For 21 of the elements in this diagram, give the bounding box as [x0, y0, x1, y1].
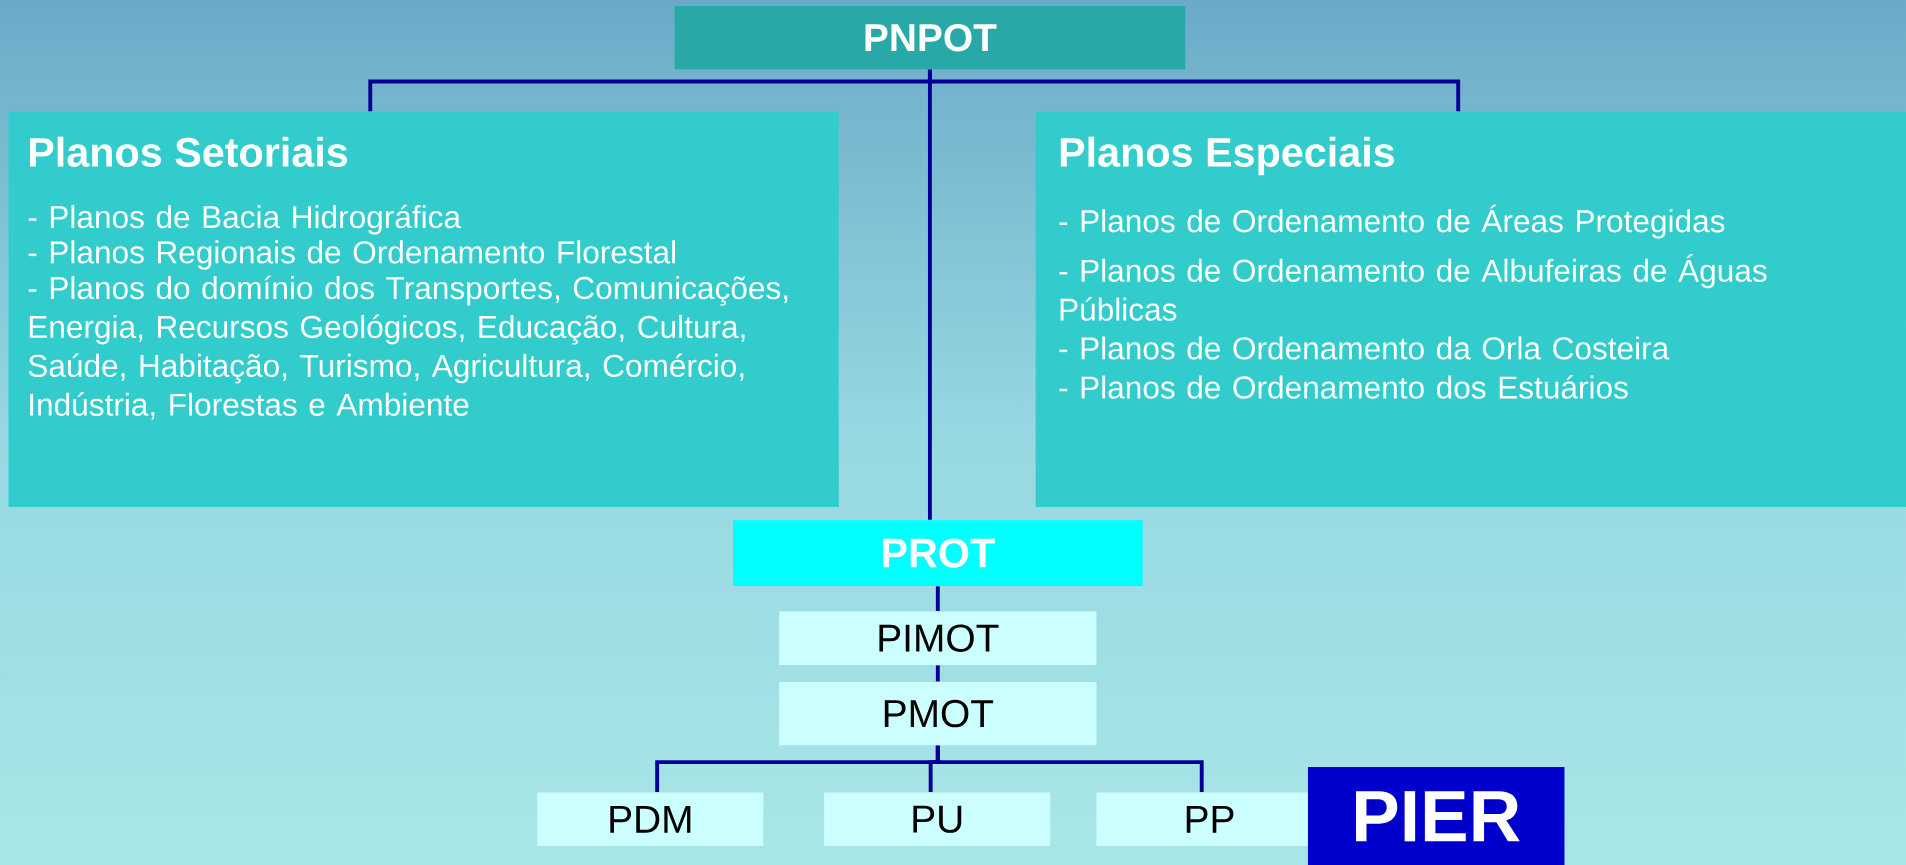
- highlight-box: PIER: [1307, 766, 1565, 865]
- plan-box: PU: [824, 792, 1051, 846]
- list-item: - Planos Regionais de Ordenamento Florestal: [28, 240, 675, 270]
- plan-box: PP: [1096, 792, 1323, 846]
- heading: Planos Setoriais: [30, 136, 348, 167]
- connector-line: [927, 69, 932, 520]
- connector-line: [935, 665, 940, 682]
- list-item: - Planos de Ordenamento de Albufeiras de Águas Públicas: [1059, 254, 1767, 321]
- plan-box: PROT: [733, 520, 1143, 586]
- list-item: - Planos de Ordenamento da Orla Costeira: [1059, 336, 1670, 360]
- plan-box: PIMOT: [779, 611, 1097, 665]
- plan-box: PNPOT: [674, 5, 1186, 70]
- heading: Planos Especiais: [1060, 136, 1394, 175]
- list-item: - Planos de Ordenamento dos Estuários: [1059, 374, 1628, 399]
- plan-box: PDM: [537, 792, 764, 846]
- connector-line: [935, 586, 940, 611]
- list-item: - Planos de Ordenamento de Áreas Protegidas: [1059, 204, 1725, 239]
- connector-line: [935, 745, 1204, 792]
- list-item: - Planos do domínio dos Transportes, Comunicações, Energia, Recursos Geológicos, Educação, Cultura, Saúde, Habitação, Turismo, Agricultura, Comércio, Indústria, Florestas e Ambiente: [28, 275, 788, 420]
- list-item: - Planos de Bacia Hidrográfica: [28, 204, 462, 235]
- plan-box: PMOT: [779, 681, 1097, 745]
